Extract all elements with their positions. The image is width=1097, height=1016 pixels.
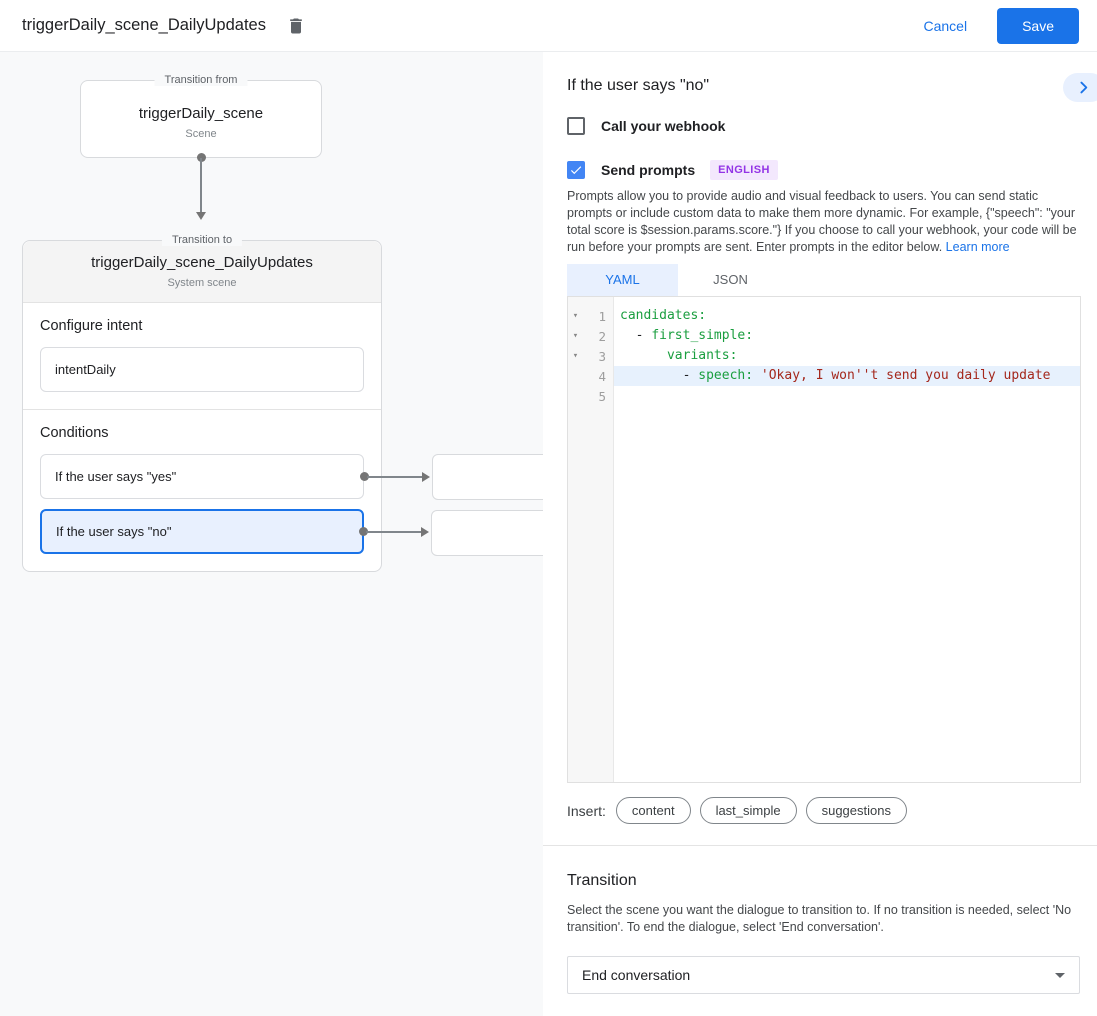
conditions-section: Conditions If the user says "yes" If the… [23,409,543,571]
insert-chip-content[interactable]: content [615,797,691,824]
check-icon [569,163,583,177]
language-badge: ENGLISH [710,160,778,180]
send-prompts-row: Send prompts ENGLISH [567,160,1078,180]
gutter-row: ▾ 2 [568,326,613,346]
intent-value: intentDaily [55,362,116,377]
code-token: candidates: [620,308,707,323]
topbar: triggerDaily_scene_DailyUpdates Cancel S… [0,0,1097,52]
code-token: variants: [666,348,738,363]
arrow-down-icon [196,212,206,220]
configure-intent-label: Configure intent [40,318,143,334]
line-number: 1 [598,308,606,324]
condition-label: If the user says "yes" [55,469,177,484]
cancel-button[interactable]: Cancel [923,17,968,34]
connector-dot [197,153,206,162]
arrow-right-icon [421,526,429,537]
connector-line [367,475,424,478]
configure-intent-section: Configure intent intentDaily [23,303,381,409]
intent-field[interactable]: intentDaily [40,347,364,392]
insert-chip-suggestions[interactable]: suggestions [805,797,907,824]
prompts-description-text: Prompts allow you to provide audio and v… [567,189,1077,254]
code-line: candidates: [614,306,1080,326]
section-divider [543,845,1097,846]
webhook-row: Call your webhook [567,117,1078,135]
webhook-label: Call your webhook [601,118,726,134]
to-node-title: triggerDaily_scene_DailyUpdates [91,254,313,271]
editor-tabs: YAML JSON [567,264,1081,297]
fold-icon[interactable]: ▾ [572,351,579,361]
code-line: variants: [614,346,1080,366]
code-token: speech: [698,368,761,383]
from-node-title: triggerDaily_scene [138,105,264,122]
code-token: first_simple: [651,328,754,343]
send-prompts-checkbox[interactable] [567,161,585,179]
conditions-label: Conditions [40,425,109,441]
save-button[interactable]: Save [997,7,1079,44]
learn-more-link[interactable]: Learn more [945,240,1010,254]
gutter-row: 5 [568,386,613,406]
target-node-stub[interactable] [431,510,543,556]
transition-to-node: Transition to triggerDaily_scene_DailyUp… [22,234,543,572]
gutter-row: ▾ 3 [568,346,613,366]
editor-gutter: ▾ 1 ▾ 2 ▾ 3 4 5 [568,297,614,782]
code-token: - [620,368,699,383]
transition-dropdown[interactable]: End conversation [567,956,1080,994]
code-area[interactable]: candidates: - first_simple: variants: - … [614,297,1080,782]
code-line: - first_simple: [614,326,1080,346]
chevron-right-icon [1075,79,1092,96]
line-number: 2 [598,328,606,344]
transition-title: Transition [567,872,637,889]
transition-description: Select the scene you want the dialogue t… [567,903,1072,934]
fold-icon[interactable]: ▾ [572,331,579,341]
code-editor[interactable]: ▾ 1 ▾ 2 ▾ 3 4 5 [567,297,1081,783]
target-node-stub[interactable] [432,454,543,500]
to-node-subtitle: System scene [167,277,237,289]
tab-json[interactable]: JSON [713,272,748,287]
fold-icon[interactable]: ▾ [572,311,579,321]
connector-dot [360,472,369,481]
insert-label: Insert: [567,802,606,819]
code-token: 'Okay, I won''t send you daily update [760,368,1051,383]
dropdown-value: End conversation [582,967,691,983]
insert-chip-last-simple[interactable]: last_simple [699,797,797,824]
transition-from-node[interactable]: Transition from triggerDaily_scene Scene [80,74,322,158]
tab-yaml[interactable]: YAML [567,264,678,296]
prompts-description: Prompts allow you to provide audio and v… [567,188,1078,256]
flow-canvas: Transition from triggerDaily_scene Scene… [0,52,543,1016]
arrow-right-icon [422,471,430,482]
code-token: - [620,328,652,343]
insert-row: Insert: content last_simple suggestions [567,797,1078,824]
line-number: 4 [598,368,606,384]
page-title: triggerDaily_scene_DailyUpdates [22,16,266,34]
code-token [620,348,667,363]
connector-dot [359,527,368,536]
trash-icon [286,16,306,36]
condition-item-no[interactable]: If the user says "no" [40,509,543,556]
connector-line [200,158,202,212]
gutter-row: ▾ 1 [568,306,613,326]
collapse-panel-button[interactable] [1063,73,1097,102]
transition-from-label: Transition from [154,74,248,86]
line-number: 5 [598,388,606,404]
line-number: 3 [598,348,606,364]
send-prompts-label: Send prompts [601,162,696,178]
code-line-active: - speech: 'Okay, I won''t send you daily… [614,366,1080,386]
webhook-checkbox[interactable] [567,117,585,135]
condition-label: If the user says "no" [56,524,172,539]
transition-to-label: Transition to [161,234,243,246]
code-line [614,386,1080,406]
details-panel: If the user says "no" Call your webhook … [543,52,1097,1016]
condition-item-yes[interactable]: If the user says "yes" [40,454,543,500]
delete-scene-button[interactable] [282,12,310,40]
to-node-header: triggerDaily_scene_DailyUpdates System s… [23,241,381,303]
panel-title: If the user says "no" [567,77,710,94]
from-node-subtitle: Scene [185,128,217,140]
dropdown-caret-icon [1055,972,1065,978]
connector-line [366,530,423,533]
gutter-row: 4 [568,366,613,386]
